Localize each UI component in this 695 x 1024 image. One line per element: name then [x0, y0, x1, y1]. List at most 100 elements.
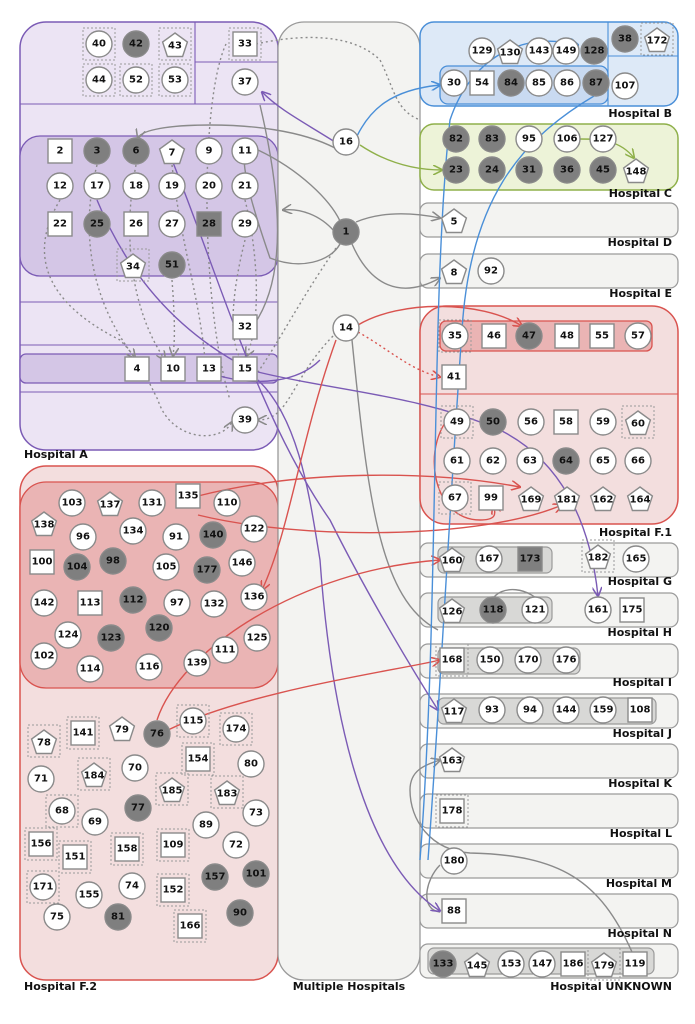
node-2[interactable]: 2 [47, 138, 73, 164]
node-102[interactable]: 102 [30, 642, 58, 670]
node-30[interactable]: 30 [440, 69, 468, 97]
node-184[interactable]: 184 [77, 757, 111, 791]
node-116[interactable]: 116 [135, 653, 163, 681]
node-98[interactable]: 98 [99, 547, 127, 575]
node-63[interactable]: 63 [516, 447, 544, 475]
node-49[interactable]: 49 [440, 405, 474, 439]
node-115[interactable]: 115 [176, 704, 210, 738]
node-178[interactable]: 178 [435, 794, 469, 828]
node-81[interactable]: 81 [104, 903, 132, 931]
node-171[interactable]: 171 [26, 870, 60, 904]
node-124[interactable]: 124 [54, 621, 82, 649]
node-135[interactable]: 135 [175, 483, 201, 509]
node-35[interactable]: 35 [438, 319, 472, 353]
node-36[interactable]: 36 [553, 156, 581, 184]
node-103[interactable]: 103 [58, 489, 86, 517]
node-88[interactable]: 88 [441, 898, 467, 924]
node-144[interactable]: 144 [552, 696, 580, 724]
node-127[interactable]: 127 [589, 125, 617, 153]
node-159[interactable]: 159 [589, 696, 617, 724]
node-154[interactable]: 154 [181, 742, 215, 776]
node-14[interactable]: 14 [332, 314, 360, 342]
node-169[interactable]: 169 [517, 486, 545, 512]
node-76[interactable]: 76 [143, 720, 171, 748]
node-99[interactable]: 99 [478, 485, 504, 511]
node-172[interactable]: 172 [640, 22, 674, 56]
node-125[interactable]: 125 [243, 624, 271, 652]
node-8[interactable]: 8 [440, 259, 468, 285]
node-13[interactable]: 13 [196, 356, 222, 382]
node-152[interactable]: 152 [156, 873, 190, 907]
node-183[interactable]: 183 [210, 775, 244, 809]
node-90[interactable]: 90 [226, 899, 254, 927]
node-121[interactable]: 121 [521, 596, 549, 624]
node-11[interactable]: 11 [231, 137, 259, 165]
node-15[interactable]: 15 [232, 356, 258, 382]
node-138[interactable]: 138 [30, 511, 58, 537]
node-4[interactable]: 4 [124, 356, 150, 382]
node-89[interactable]: 89 [192, 811, 220, 839]
node-141[interactable]: 141 [66, 716, 100, 750]
node-131[interactable]: 131 [138, 489, 166, 517]
node-140[interactable]: 140 [199, 521, 227, 549]
node-164[interactable]: 164 [626, 486, 654, 512]
node-23[interactable]: 23 [442, 156, 470, 184]
node-160[interactable]: 160 [438, 547, 466, 573]
node-32[interactable]: 32 [232, 314, 258, 340]
node-168[interactable]: 168 [435, 643, 469, 677]
node-60[interactable]: 60 [621, 405, 655, 439]
node-137[interactable]: 137 [96, 491, 124, 517]
node-56[interactable]: 56 [517, 408, 545, 436]
node-33[interactable]: 33 [228, 27, 262, 61]
node-42[interactable]: 42 [122, 30, 150, 58]
node-120[interactable]: 120 [145, 614, 173, 642]
node-174[interactable]: 174 [219, 712, 253, 746]
node-39[interactable]: 39 [231, 406, 259, 434]
node-73[interactable]: 73 [242, 799, 270, 827]
node-149[interactable]: 149 [552, 37, 580, 65]
node-71[interactable]: 71 [27, 765, 55, 793]
node-161[interactable]: 161 [584, 596, 612, 624]
node-46[interactable]: 46 [481, 323, 507, 349]
node-67[interactable]: 67 [438, 481, 472, 515]
node-48[interactable]: 48 [554, 323, 580, 349]
node-52[interactable]: 52 [119, 63, 153, 97]
node-28[interactable]: 28 [196, 211, 222, 237]
node-83[interactable]: 83 [478, 125, 506, 153]
node-130[interactable]: 130 [496, 39, 524, 65]
node-112[interactable]: 112 [119, 586, 147, 614]
node-157[interactable]: 157 [201, 863, 229, 891]
node-69[interactable]: 69 [81, 808, 109, 836]
node-77[interactable]: 77 [124, 794, 152, 822]
node-96[interactable]: 96 [69, 523, 97, 551]
node-17[interactable]: 17 [83, 172, 111, 200]
node-62[interactable]: 62 [479, 447, 507, 475]
node-147[interactable]: 147 [528, 950, 556, 978]
node-181[interactable]: 181 [553, 486, 581, 512]
node-80[interactable]: 80 [237, 750, 265, 778]
node-117[interactable]: 117 [440, 698, 468, 724]
node-129[interactable]: 129 [468, 37, 496, 65]
node-146[interactable]: 146 [228, 549, 256, 577]
node-79[interactable]: 79 [108, 716, 136, 742]
node-16[interactable]: 16 [332, 128, 360, 156]
node-84[interactable]: 84 [497, 69, 525, 97]
node-53[interactable]: 53 [158, 63, 192, 97]
node-29[interactable]: 29 [231, 210, 259, 238]
node-55[interactable]: 55 [589, 323, 615, 349]
node-50[interactable]: 50 [479, 408, 507, 436]
node-6[interactable]: 6 [122, 137, 150, 165]
node-9[interactable]: 9 [195, 137, 223, 165]
node-72[interactable]: 72 [222, 831, 250, 859]
node-165[interactable]: 165 [622, 545, 650, 573]
node-104[interactable]: 104 [63, 553, 91, 581]
node-37[interactable]: 37 [231, 68, 259, 96]
node-142[interactable]: 142 [30, 589, 58, 617]
node-166[interactable]: 166 [173, 909, 207, 943]
node-113[interactable]: 113 [77, 590, 103, 616]
node-40[interactable]: 40 [82, 27, 116, 61]
node-31[interactable]: 31 [515, 156, 543, 184]
node-21[interactable]: 21 [231, 172, 259, 200]
node-106[interactable]: 106 [553, 125, 581, 153]
node-10[interactable]: 10 [160, 356, 186, 382]
